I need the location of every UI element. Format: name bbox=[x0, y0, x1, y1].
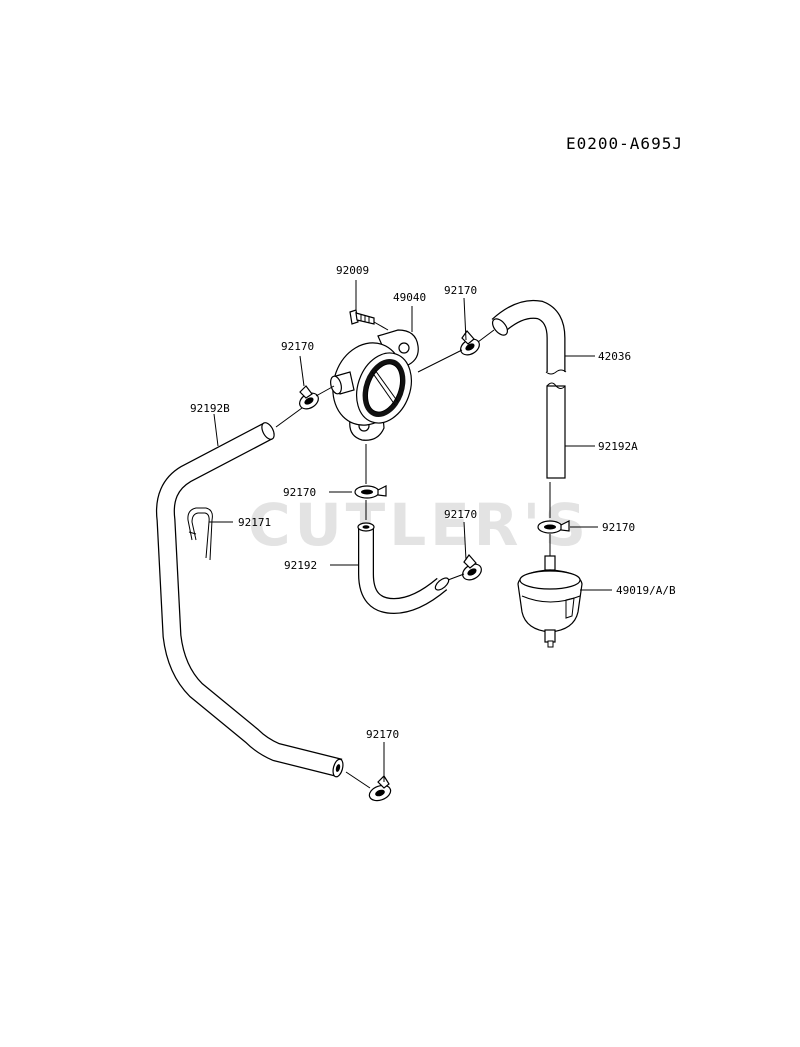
label-hose-long-left: 92192B bbox=[190, 402, 230, 415]
clamp-bottom bbox=[368, 775, 392, 802]
diagram-code: E0200-A695J bbox=[566, 134, 683, 153]
label-clamp-pump-left: 92170 bbox=[281, 340, 314, 353]
clamp-pump-left bbox=[299, 385, 319, 410]
hose-92192 bbox=[357, 522, 450, 614]
label-hose-straight-right: 92192A bbox=[598, 440, 638, 453]
fuel-filter-49019 bbox=[517, 555, 583, 648]
label-clamp-pump-bottom: 92170 bbox=[283, 486, 316, 499]
label-clamp-center: 92170 bbox=[444, 508, 477, 521]
label-fuel-filter: 49019/A/B bbox=[616, 584, 676, 597]
clamp-pump-right bbox=[460, 330, 480, 356]
label-fuel-pump: 49040 bbox=[393, 291, 426, 304]
hose-92192a bbox=[546, 382, 566, 479]
watermark: CUTLER'S bbox=[248, 491, 590, 559]
leader-lines bbox=[209, 280, 612, 789]
label-bolt: 92009 bbox=[336, 264, 369, 277]
label-hose-bent-top: 42036 bbox=[598, 350, 631, 363]
hose-42036 bbox=[491, 299, 567, 375]
label-clamp-filter-top: 92170 bbox=[602, 521, 635, 534]
clamp-center bbox=[462, 554, 482, 581]
label-hose-bent-center: 92192 bbox=[284, 559, 317, 572]
label-clip: 92171 bbox=[238, 516, 271, 529]
hose-92192b bbox=[155, 422, 344, 778]
label-clamp-pump-right: 92170 bbox=[444, 284, 477, 297]
fuel-pump-49040 bbox=[330, 329, 419, 441]
clamp-filter-top bbox=[537, 520, 570, 534]
label-clamp-bottom: 92170 bbox=[366, 728, 399, 741]
bolt-92009 bbox=[349, 309, 375, 325]
clip-92171 bbox=[187, 507, 213, 561]
clamp-pump-bottom bbox=[354, 485, 387, 499]
